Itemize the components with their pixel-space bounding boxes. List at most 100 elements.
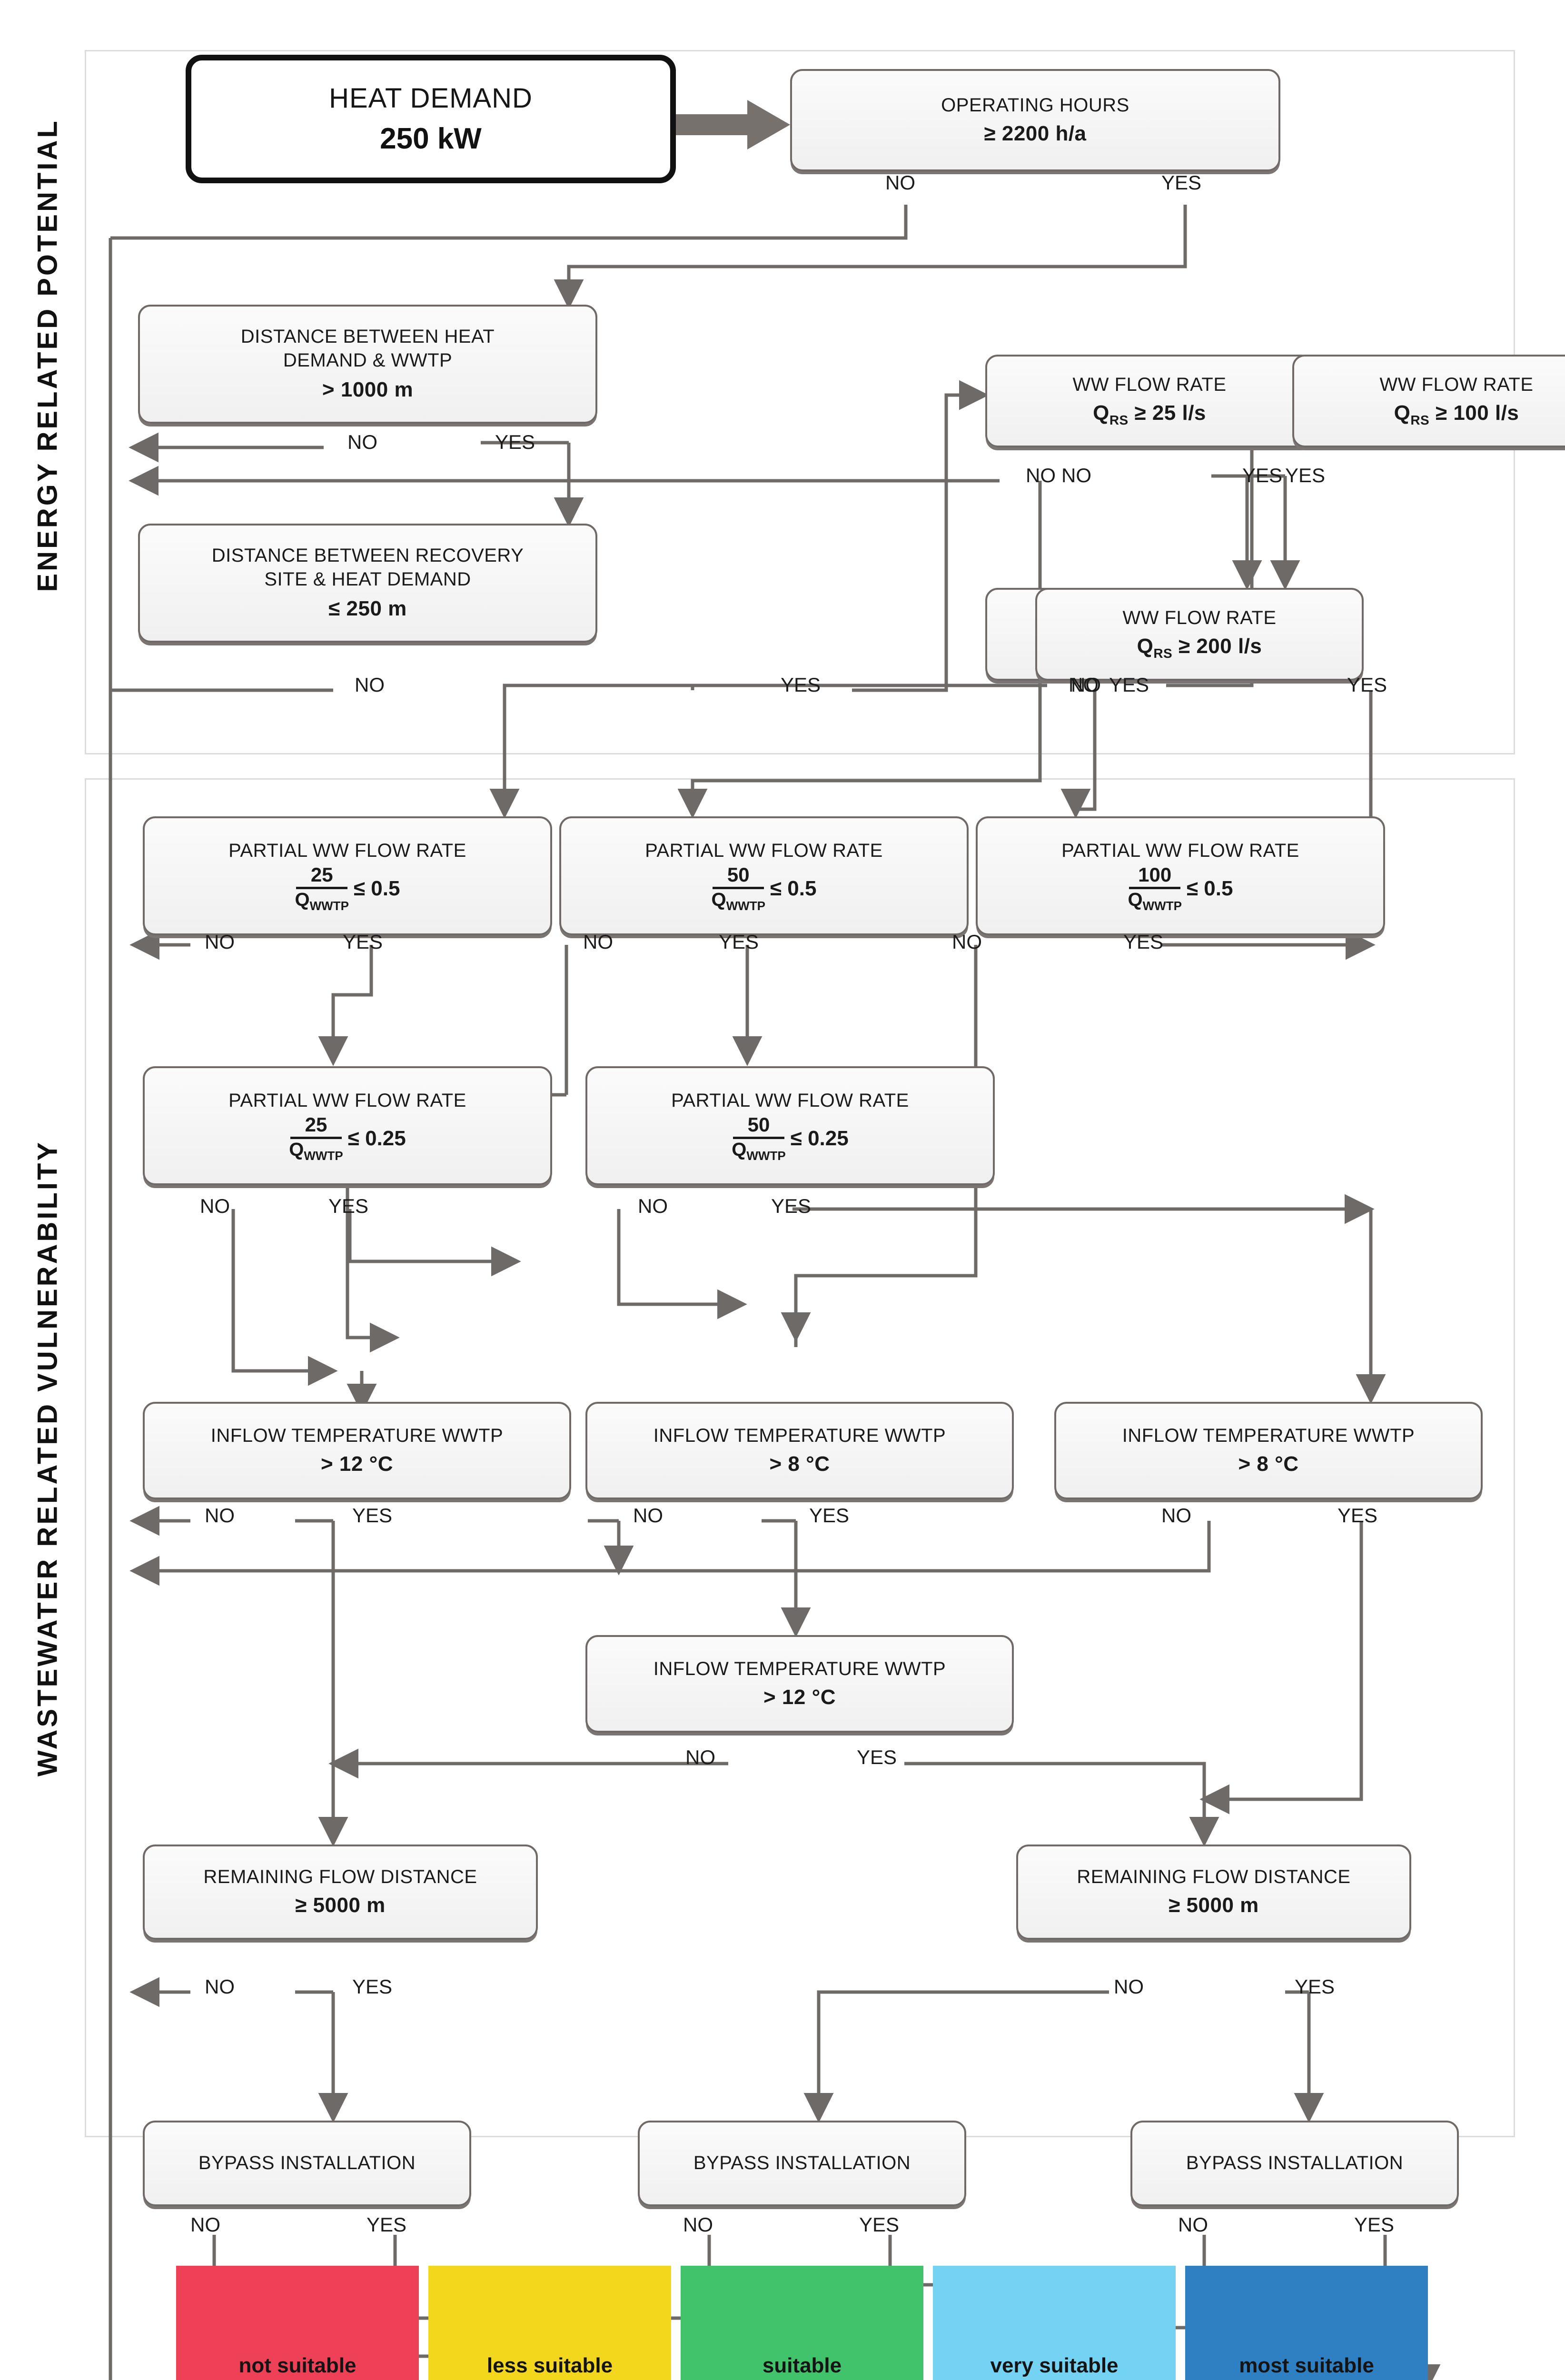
node-distance-recovery[interactable]: DISTANCE BETWEEN RECOVERY SITE & HEAT DE… bbox=[138, 524, 597, 643]
node-bypass-b[interactable]: BYPASS INSTALLATION bbox=[638, 2121, 966, 2206]
node-inflow-temp-8-c[interactable]: INFLOW TEMPERATURE WWTP > 8 °C bbox=[1054, 1402, 1483, 1499]
inflow-temp-12-d-title: INFLOW TEMPERATURE WWTP bbox=[653, 1658, 946, 1679]
partial-50-05-expression: 50 QWWTP ≤ 0.5 bbox=[712, 865, 817, 912]
inflow-temp-8-c-title: INFLOW TEMPERATURE WWTP bbox=[1122, 1425, 1415, 1446]
partial-25-025-title: PARTIAL WW FLOW RATE bbox=[228, 1090, 466, 1111]
ww-100-value: QRS ≥ 100 l/s bbox=[1394, 401, 1519, 428]
relation: ≤ 0.25 bbox=[790, 1126, 849, 1150]
section-label-wastewater: WASTEWATER RELATED VULNERABILITY bbox=[32, 1140, 63, 1777]
edge-label-fdb-no: NO bbox=[1114, 1975, 1144, 1998]
edge-label-bpa-yes: YES bbox=[366, 2213, 407, 2236]
outcome-less-suitable[interactable]: less suitable bbox=[428, 2266, 671, 2380]
edge-label-fda-no: NO bbox=[205, 1975, 235, 1998]
edge-label-t8c-no: NO bbox=[1161, 1504, 1191, 1527]
outcome-label: suitable bbox=[762, 2354, 842, 2377]
node-partial-50-05[interactable]: PARTIAL WW FLOW RATE 50 QWWTP ≤ 0.5 bbox=[559, 816, 969, 935]
flow-distance-b-value: ≥ 5000 m bbox=[1169, 1894, 1259, 1917]
dist-recovery-title: DISTANCE BETWEEN RECOVERY bbox=[211, 545, 524, 566]
node-partial-50-025[interactable]: PARTIAL WW FLOW RATE 50 QWWTP ≤ 0.25 bbox=[585, 1066, 995, 1185]
edge-label-bpb-yes: YES bbox=[859, 2213, 900, 2236]
numerator: 100 bbox=[1138, 863, 1172, 886]
node-bypass-c[interactable]: BYPASS INSTALLATION bbox=[1130, 2121, 1459, 2206]
outcome-label: most suitable bbox=[1239, 2354, 1374, 2377]
edge-label-bpb-no: NO bbox=[683, 2213, 713, 2236]
dist-heat-wwtp-title: DISTANCE BETWEEN HEAT bbox=[240, 326, 495, 347]
fraction-bar bbox=[1129, 887, 1181, 890]
edge-label-oh-no: NO bbox=[885, 171, 915, 194]
edge-label-t8b-yes: YES bbox=[809, 1504, 850, 1527]
ww-200-value: QRS ≥ 200 l/s bbox=[1137, 635, 1262, 661]
node-ww-flow-25[interactable]: WW FLOW RATE QRS ≥ 25 l/s bbox=[985, 355, 1314, 447]
node-ww-flow-200[interactable]: WW FLOW RATE QRS ≥ 200 l/s bbox=[1035, 588, 1364, 681]
node-inflow-temp-8-b[interactable]: INFLOW TEMPERATURE WWTP > 8 °C bbox=[585, 1402, 1014, 1499]
relation: ≤ 0.5 bbox=[353, 876, 400, 900]
edge-label-fdb-yes: YES bbox=[1295, 1975, 1335, 1998]
node-inflow-temp-12-d[interactable]: INFLOW TEMPERATURE WWTP > 12 °C bbox=[585, 1635, 1014, 1733]
denominator: QWWTP bbox=[289, 1139, 343, 1163]
relation: ≤ 0.5 bbox=[1186, 876, 1233, 900]
node-distance-heat-wwtp[interactable]: DISTANCE BETWEEN HEAT DEMAND & WWTP > 10… bbox=[138, 305, 597, 424]
partial-100-05-expression: 100 QWWTP ≤ 0.5 bbox=[1128, 865, 1233, 912]
node-heat-demand[interactable]: HEAT DEMAND 250 kW bbox=[186, 55, 676, 183]
ww-200-title: WW FLOW RATE bbox=[1122, 607, 1277, 629]
node-partial-25-05[interactable]: PARTIAL WW FLOW RATE 25 QWWTP ≤ 0.5 bbox=[143, 816, 552, 935]
edge-label-ww50-no: NO bbox=[1071, 674, 1101, 696]
edge-label-fda-yes: YES bbox=[352, 1975, 393, 1998]
edge-label-ww100-yes: YES bbox=[1285, 464, 1326, 486]
flow-distance-a-value: ≥ 5000 m bbox=[295, 1894, 386, 1917]
denominator: QWWTP bbox=[1128, 889, 1182, 913]
node-flow-distance-b[interactable]: REMAINING FLOW DISTANCE ≥ 5000 m bbox=[1016, 1844, 1411, 1940]
edge-label-dhw-yes: YES bbox=[495, 431, 535, 453]
edge-label-t12d-no: NO bbox=[685, 1746, 715, 1768]
node-ww-flow-100[interactable]: WW FLOW RATE QRS ≥ 100 l/s bbox=[1292, 355, 1565, 447]
dist-heat-wwtp-title2: DEMAND & WWTP bbox=[283, 349, 453, 371]
inflow-temp-12-a-title: INFLOW TEMPERATURE WWTP bbox=[210, 1425, 504, 1446]
edge-label-p50-no: NO bbox=[583, 931, 613, 953]
partial-50-025-title: PARTIAL WW FLOW RATE bbox=[671, 1090, 909, 1111]
edge-label-p25-yes: YES bbox=[343, 931, 383, 953]
fraction-bar bbox=[733, 1137, 784, 1140]
edge-label-t12a-yes: YES bbox=[352, 1504, 393, 1527]
partial-50-025-expression: 50 QWWTP ≤ 0.25 bbox=[732, 1115, 848, 1162]
dist-heat-wwtp-value: > 1000 m bbox=[322, 377, 414, 401]
edge-label-p25q-no: NO bbox=[200, 1195, 230, 1217]
edge-label-p100-no: NO bbox=[952, 931, 982, 953]
edge-label-dhw-no: NO bbox=[347, 431, 377, 453]
numerator: 25 bbox=[305, 1113, 327, 1136]
edge-label-p50-yes: YES bbox=[719, 931, 759, 953]
partial-50-05-title: PARTIAL WW FLOW RATE bbox=[645, 840, 883, 861]
outcome-most-suitable[interactable]: most suitable bbox=[1185, 2266, 1428, 2380]
edge-label-ww200-yes: YES bbox=[1347, 674, 1387, 696]
node-inflow-temp-12-a[interactable]: INFLOW TEMPERATURE WWTP > 12 °C bbox=[143, 1402, 571, 1499]
denominator: QWWTP bbox=[732, 1139, 786, 1163]
outcome-very-suitable[interactable]: very suitable bbox=[933, 2266, 1176, 2380]
outcome-not-suitable[interactable]: not suitable bbox=[176, 2266, 419, 2380]
node-flow-distance-a[interactable]: REMAINING FLOW DISTANCE ≥ 5000 m bbox=[143, 1844, 538, 1940]
outcome-label: less suitable bbox=[486, 2354, 613, 2377]
node-bypass-a[interactable]: BYPASS INSTALLATION bbox=[143, 2121, 471, 2206]
fraction-bar bbox=[290, 1137, 342, 1140]
node-partial-25-025[interactable]: PARTIAL WW FLOW RATE 25 QWWTP ≤ 0.25 bbox=[143, 1066, 552, 1185]
node-partial-100-05[interactable]: PARTIAL WW FLOW RATE 100 QWWTP ≤ 0.5 bbox=[976, 816, 1385, 935]
outcome-label: very suitable bbox=[990, 2354, 1119, 2377]
edge-label-ww200-no: NO bbox=[1069, 674, 1099, 696]
inflow-temp-12-a-value: > 12 °C bbox=[321, 1452, 393, 1476]
relation: ≤ 0.5 bbox=[770, 876, 817, 900]
fraction-bar bbox=[713, 887, 764, 890]
outcome-label: not suitable bbox=[238, 2354, 357, 2377]
section-label-energy: ENERGY RELATED POTENTIAL bbox=[32, 119, 63, 592]
partial-25-05-title: PARTIAL WW FLOW RATE bbox=[228, 840, 466, 861]
dist-recovery-title2: SITE & HEAT DEMAND bbox=[264, 568, 471, 590]
dist-recovery-value: ≤ 250 m bbox=[328, 596, 407, 620]
heat-demand-title: HEAT DEMAND bbox=[329, 83, 533, 114]
ww-100-title: WW FLOW RATE bbox=[1379, 374, 1534, 396]
edge-label-p100-yes: YES bbox=[1123, 931, 1164, 953]
node-operating-hours[interactable]: OPERATING HOURS ≥ 2200 h/a bbox=[790, 69, 1280, 171]
edge-label-ww100-no: NO bbox=[1061, 464, 1091, 486]
edge-label-p25q-yes: YES bbox=[328, 1195, 369, 1217]
outcome-suitable[interactable]: suitable bbox=[681, 2266, 923, 2380]
edge-label-bpc-yes: YES bbox=[1354, 2213, 1395, 2236]
numerator: 50 bbox=[747, 1113, 770, 1136]
inflow-temp-12-d-value: > 12 °C bbox=[763, 1685, 836, 1709]
